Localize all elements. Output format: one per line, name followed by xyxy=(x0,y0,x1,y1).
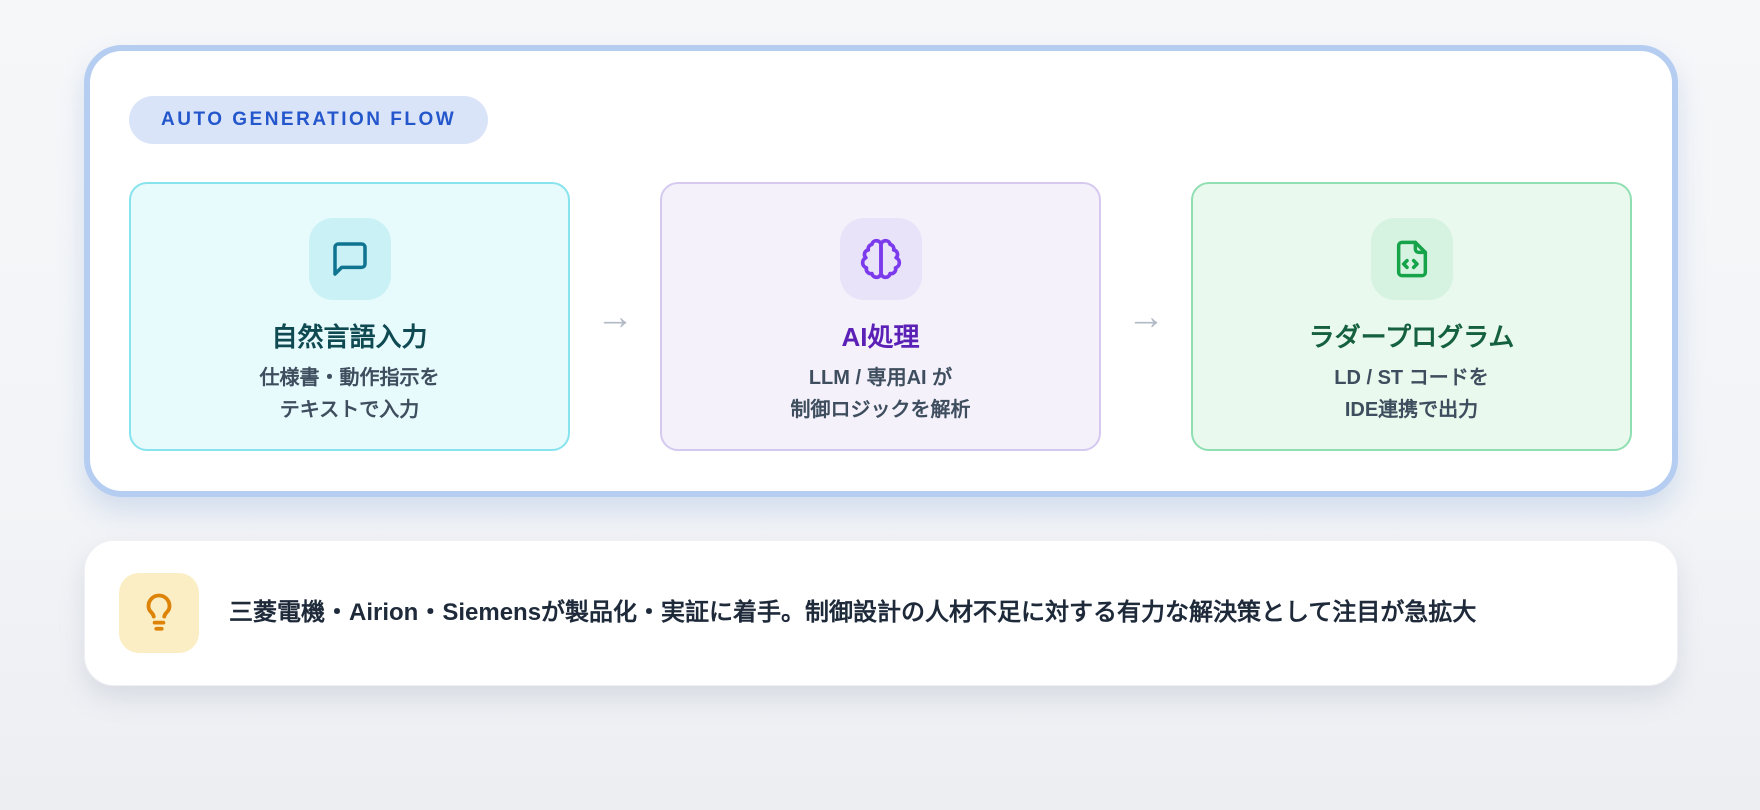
flow-arrow-1: → xyxy=(596,295,634,338)
card-subtitle: 仕様書・動作指示を テキストで入力 xyxy=(260,363,440,426)
auto-generation-flow-panel: AUTO GENERATION FLOW 自然言語入力 仕様書・動作指示を テキ… xyxy=(84,45,1678,497)
card-subtitle: LLM / 専用AI が 制御ロジックを解析 xyxy=(791,363,971,426)
flow-card-natural-language-input: 自然言語入力 仕様書・動作指示を テキストで入力 xyxy=(129,182,570,451)
card-subtitle-line: LD / ST コードを xyxy=(1334,367,1489,390)
file-code-icon xyxy=(1392,239,1432,279)
card-subtitle-line: LLM / 専用AI が xyxy=(808,367,953,390)
note-text: 三菱電機・Airion・Siemensが製品化・実証に着手。制御設計の人材不足に… xyxy=(229,599,1477,627)
lightbulb-icon-tile xyxy=(119,573,199,653)
brain-icon-tile xyxy=(839,218,922,300)
card-subtitle-line: 仕様書・動作指示を xyxy=(259,367,440,390)
flow-card-ladder-program: ラダープログラム LD / ST コードを IDE連携で出力 xyxy=(1191,182,1632,451)
card-subtitle-line: IDE連携で出力 xyxy=(1344,398,1479,421)
brain-icon xyxy=(859,237,903,281)
flow-badge: AUTO GENERATION FLOW xyxy=(129,96,489,144)
chat-icon-tile xyxy=(308,218,391,300)
flow-cards-row: 自然言語入力 仕様書・動作指示を テキストで入力 → AI処理 LLM / 専用… xyxy=(129,182,1633,451)
card-subtitle: LD / ST コードを IDE連携で出力 xyxy=(1334,363,1488,426)
file-code-icon-tile xyxy=(1370,218,1453,300)
card-subtitle-line: 制御ロジックを解析 xyxy=(790,398,971,421)
card-title: 自然言語入力 xyxy=(271,322,428,352)
card-title: AI処理 xyxy=(841,322,920,352)
card-subtitle-line: テキストで入力 xyxy=(279,398,420,421)
flow-card-ai-processing: AI処理 LLM / 専用AI が 制御ロジックを解析 xyxy=(660,182,1101,451)
chat-bubble-icon xyxy=(330,239,370,279)
lightbulb-icon xyxy=(138,592,180,634)
flow-badge-label: AUTO GENERATION FLOW xyxy=(161,109,457,130)
flow-arrow-2: → xyxy=(1127,295,1165,338)
highlight-note-panel: 三菱電機・Airion・Siemensが製品化・実証に着手。制御設計の人材不足に… xyxy=(84,540,1678,686)
card-title: ラダープログラム xyxy=(1308,322,1515,352)
